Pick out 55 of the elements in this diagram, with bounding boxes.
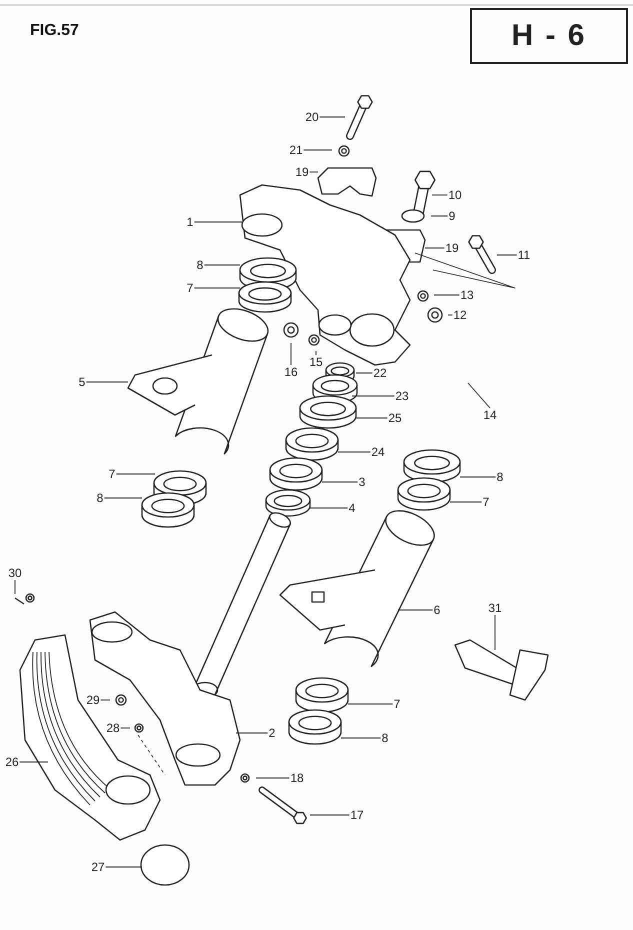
leader-line xyxy=(204,264,240,266)
callout-number: 2 xyxy=(268,727,276,739)
callout-number: 13 xyxy=(460,289,474,301)
leader-line xyxy=(319,116,346,118)
callout-number: 24 xyxy=(371,446,385,458)
leader-line xyxy=(432,194,448,196)
callout-number: 28 xyxy=(106,722,120,734)
callout-number: 19 xyxy=(295,166,309,178)
callout-number: 7 xyxy=(482,496,490,508)
leader-line xyxy=(14,580,16,594)
callout-number: 12 xyxy=(453,309,467,321)
leader-line xyxy=(290,342,292,366)
callout-number: 11 xyxy=(518,249,530,261)
callout-number: 20 xyxy=(305,111,319,123)
leader-line xyxy=(494,614,496,650)
callout-number: 7 xyxy=(108,468,116,480)
callout-number: 7 xyxy=(394,698,400,710)
callout-number: 1 xyxy=(186,216,194,228)
callout-number: 9 xyxy=(448,210,456,222)
leader-line xyxy=(434,294,460,296)
leader-line xyxy=(105,866,142,868)
callout-number: 31 xyxy=(488,602,502,614)
callout-number: 5 xyxy=(78,376,86,388)
leader-line xyxy=(236,732,268,734)
callout-number: 8 xyxy=(382,732,388,744)
leader-line xyxy=(468,382,490,408)
callout-number: 6 xyxy=(434,604,440,616)
callout-number: 18 xyxy=(290,772,304,784)
callout-number: 30 xyxy=(8,567,22,579)
callout-number: 21 xyxy=(289,144,303,156)
callout-number: 26 xyxy=(5,756,19,768)
leader-line xyxy=(448,314,453,316)
callout-number: 4 xyxy=(348,502,356,514)
callout-number: 8 xyxy=(496,471,504,483)
callout-number: 8 xyxy=(196,259,204,271)
section-code-box: H - 6 xyxy=(470,8,628,64)
callout-number: 19 xyxy=(445,242,459,254)
callout-number: 3 xyxy=(358,476,366,488)
callout-number: 17 xyxy=(350,809,364,821)
callout-number: 15 xyxy=(309,356,323,368)
leader-line xyxy=(310,814,350,816)
figure-title: FIG.57 xyxy=(30,22,79,40)
callout-number: 7 xyxy=(186,282,194,294)
leader-line xyxy=(356,372,373,374)
leader-line xyxy=(496,254,518,256)
leader-line xyxy=(460,476,496,478)
callout-number: 25 xyxy=(388,412,402,424)
callout-number: 27 xyxy=(91,861,105,873)
callout-number: 22 xyxy=(373,367,387,379)
callout-number: 23 xyxy=(395,390,409,402)
callout-number: 16 xyxy=(284,366,298,378)
callout-number: 8 xyxy=(96,492,104,504)
callout-number: 10 xyxy=(448,189,462,201)
callout-number: 14 xyxy=(483,409,497,421)
callout-number: 29 xyxy=(86,694,100,706)
